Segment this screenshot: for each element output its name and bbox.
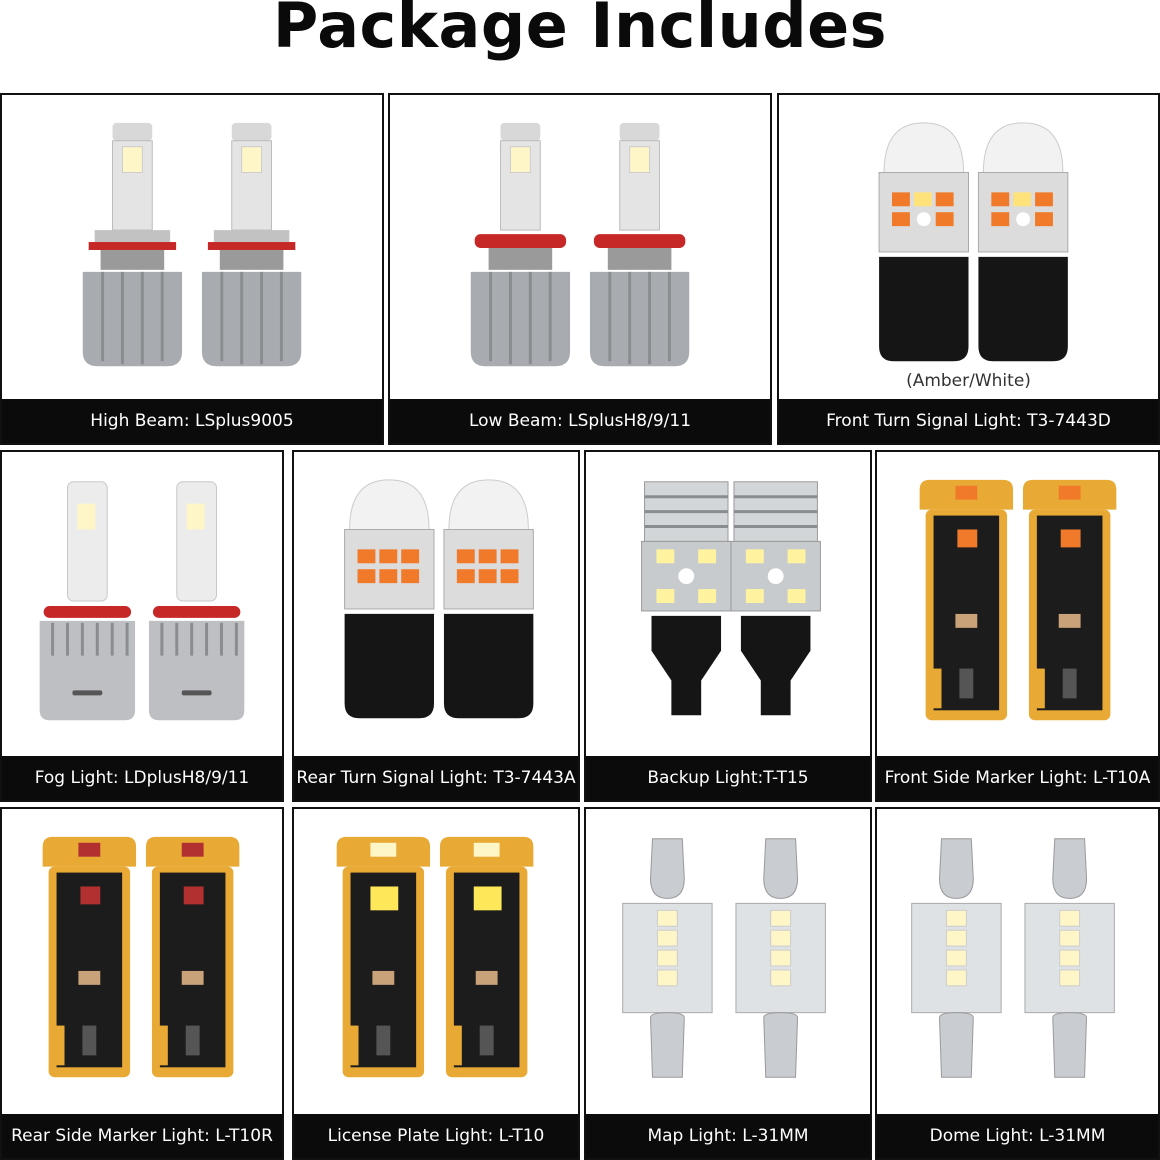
headlight-bulb-icon: [390, 95, 770, 399]
product-card-front-turn-signal: (Amber/White) Front Turn Signal Light: T…: [777, 93, 1160, 445]
product-card-dome-light: Dome Light: L-31MM: [875, 807, 1160, 1160]
product-caption: Map Light: L-31MM: [586, 1114, 870, 1158]
product-card-low-beam: Low Beam: LSplusH8/9/11: [388, 93, 772, 445]
product-card-map-light: Map Light: L-31MM: [584, 807, 872, 1160]
product-caption: Low Beam: LSplusH8/9/11: [390, 399, 770, 443]
product-caption: Front Side Marker Light: L-T10A: [877, 756, 1158, 800]
festoon-bulb-icon: [586, 809, 870, 1114]
product-caption: Dome Light: L-31MM: [877, 1114, 1158, 1158]
fog-bulb-icon: [2, 452, 282, 756]
color-note: (Amber/White): [906, 371, 1031, 391]
wedge-bulb-icon: [877, 452, 1158, 756]
backup-bulb-icon: [586, 452, 870, 756]
product-card-high-beam: High Beam: LSplus9005: [0, 93, 384, 445]
product-caption: Fog Light: LDplusH8/9/11: [2, 756, 282, 800]
product-card-fog-light: Fog Light: LDplusH8/9/11: [0, 450, 284, 802]
headlight-bulb-icon: [2, 95, 382, 399]
turn-signal-bulb-icon: [294, 452, 578, 756]
product-card-rear-side-marker: Rear Side Marker Light: L-T10R: [0, 807, 284, 1160]
product-card-license-plate: License Plate Light: L-T10: [292, 807, 580, 1160]
product-card-front-side-marker: Front Side Marker Light: L-T10A: [875, 450, 1160, 802]
product-caption: Backup Light:T-T15: [586, 756, 870, 800]
product-card-backup-light: Backup Light:T-T15: [584, 450, 872, 802]
wedge-bulb-icon: [2, 809, 282, 1114]
wedge-bulb-icon: [294, 809, 578, 1114]
festoon-bulb-icon: [877, 809, 1158, 1114]
product-caption: High Beam: LSplus9005: [2, 399, 382, 443]
page-title: Package Includes: [272, 0, 888, 62]
product-caption: License Plate Light: L-T10: [294, 1114, 578, 1158]
product-caption: Rear Turn Signal Light: T3-7443A: [294, 756, 578, 800]
product-caption: Front Turn Signal Light: T3-7443D: [779, 399, 1158, 443]
turn-signal-bulb-icon: [779, 95, 1158, 399]
product-caption: Rear Side Marker Light: L-T10R: [2, 1114, 282, 1158]
product-card-rear-turn-signal: Rear Turn Signal Light: T3-7443A: [292, 450, 580, 802]
